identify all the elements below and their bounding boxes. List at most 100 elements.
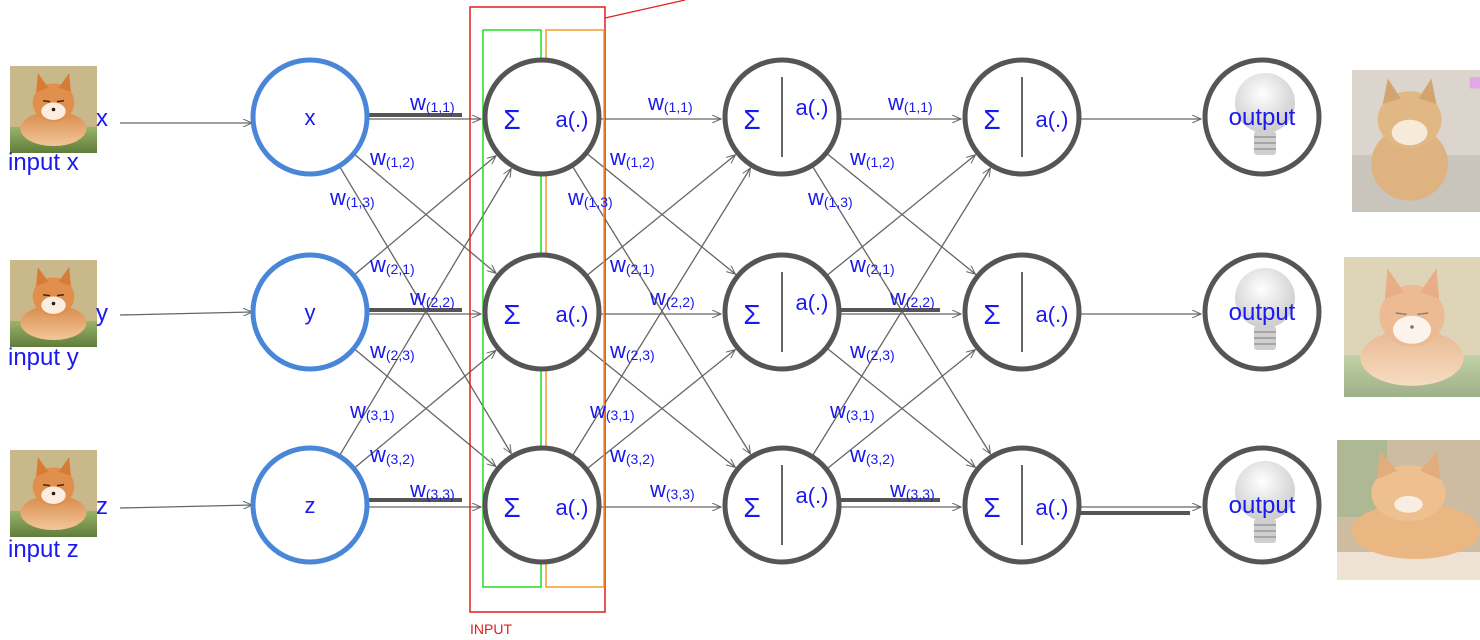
input-node-circle: [250, 445, 370, 565]
output-label: output: [1229, 492, 1296, 519]
input-layer-label: INPUT: [470, 621, 512, 637]
activation-label: a(.): [556, 495, 589, 520]
input-layer-callout-line: [604, 0, 686, 19]
neuron-circle: [482, 57, 602, 177]
weight-label: w(1,1): [887, 90, 933, 115]
output-label: output: [1229, 104, 1296, 131]
sum-symbol: Σ: [503, 299, 520, 330]
light-bulb-icon: [1235, 73, 1295, 155]
weight-label: w(1,3): [329, 185, 375, 210]
weight-label: w(3,3): [649, 477, 695, 502]
input-node-y: y: [250, 252, 370, 372]
weight-edge: [811, 168, 990, 457]
neuron-circle: [482, 445, 602, 565]
input-layer-box: [469, 6, 606, 613]
weight-label: w(3,1): [349, 398, 395, 423]
weight-edge: [585, 155, 735, 277]
input-node-label: y: [305, 300, 316, 325]
input-label: input x: [8, 149, 79, 176]
weight-edge: [571, 168, 750, 457]
sum-symbol: Σ: [743, 299, 760, 330]
output-label: output: [1229, 299, 1296, 326]
weight-label: w(3,2): [369, 442, 415, 467]
weight-edge: [825, 152, 975, 274]
highlighted-connections: [360, 113, 1190, 515]
output-column: output output output: [1202, 57, 1480, 580]
neuron-circle: [482, 252, 602, 372]
activation-label: a(.): [556, 107, 589, 132]
weight-label: w(3,3): [889, 477, 935, 502]
weight-label: w(1,3): [567, 185, 613, 210]
weight-label: w(1,2): [369, 145, 415, 170]
weight-label: w(1,1): [409, 90, 455, 115]
input-letter: y: [96, 300, 108, 327]
weight-label: w(3,1): [589, 398, 635, 423]
weight-edge: [585, 152, 735, 274]
activation-label: a(.): [1036, 495, 1069, 520]
input-arrow: [119, 505, 252, 508]
input-node-circle: [250, 252, 370, 372]
weight-labels: w(1,1) w(1,2) w(1,3) w(2,1) w(2,2) w(2,3) w(3,…: [329, 90, 935, 502]
weight-label: w(2,2): [889, 285, 935, 310]
input-node-label: z: [305, 493, 316, 518]
shiba-dog-photo: [1352, 70, 1480, 212]
activation-label: a(.): [1036, 302, 1069, 327]
input-letter: x: [96, 105, 108, 132]
weight-edge: [826, 347, 975, 468]
weight-label: w(2,1): [849, 252, 895, 277]
weight-label: w(2,1): [369, 252, 415, 277]
weight-edge: [571, 165, 750, 453]
weight-edge: [825, 155, 975, 277]
cat-photo: [1337, 440, 1480, 580]
fox-photo: [10, 450, 97, 537]
activation-label: a(.): [796, 483, 829, 508]
input-node-circle: [250, 57, 370, 177]
connection-lines: [119, 119, 1201, 508]
weight-label: w(1,3): [807, 185, 853, 210]
weight-edge: [826, 350, 975, 470]
weight-edge: [353, 156, 496, 276]
activation-label: a(.): [796, 95, 829, 120]
activation-label: a(.): [556, 302, 589, 327]
input-arrow: [119, 312, 252, 315]
activation-label: a(.): [796, 290, 829, 315]
weight-edge: [353, 347, 496, 466]
weight-label: w(2,3): [369, 338, 415, 363]
sum-symbol: Σ: [503, 492, 520, 523]
fox-photo-output: [1344, 257, 1480, 397]
sum-symbol: Σ: [983, 299, 1000, 330]
weight-label: w(1,1): [647, 90, 693, 115]
sum-symbol: Σ: [983, 104, 1000, 135]
weight-edge: [353, 153, 496, 274]
fox-photo: [10, 66, 97, 153]
output-node: output: [1202, 57, 1322, 177]
weight-label: w(2,2): [409, 285, 455, 310]
weight-label: w(3,2): [849, 442, 895, 467]
weight-edge: [586, 347, 735, 468]
input-node-label: x: [305, 105, 316, 130]
fox-photo: [10, 260, 97, 347]
weight-label: w(2,1): [609, 252, 655, 277]
weight-label: w(3,1): [829, 398, 875, 423]
light-bulb-icon: [1235, 268, 1295, 350]
weight-label: w(2,3): [609, 338, 655, 363]
weight-edge: [586, 350, 735, 470]
input-label: input y: [8, 344, 79, 371]
weight-edge: [353, 350, 496, 470]
sum-symbol: Σ: [503, 104, 520, 135]
weight-label: w(3,3): [409, 477, 455, 502]
input-label: input z: [8, 536, 79, 563]
weight-label: w(2,2): [649, 285, 695, 310]
input-node-z: z: [250, 445, 370, 565]
output-node: output: [1202, 252, 1322, 372]
